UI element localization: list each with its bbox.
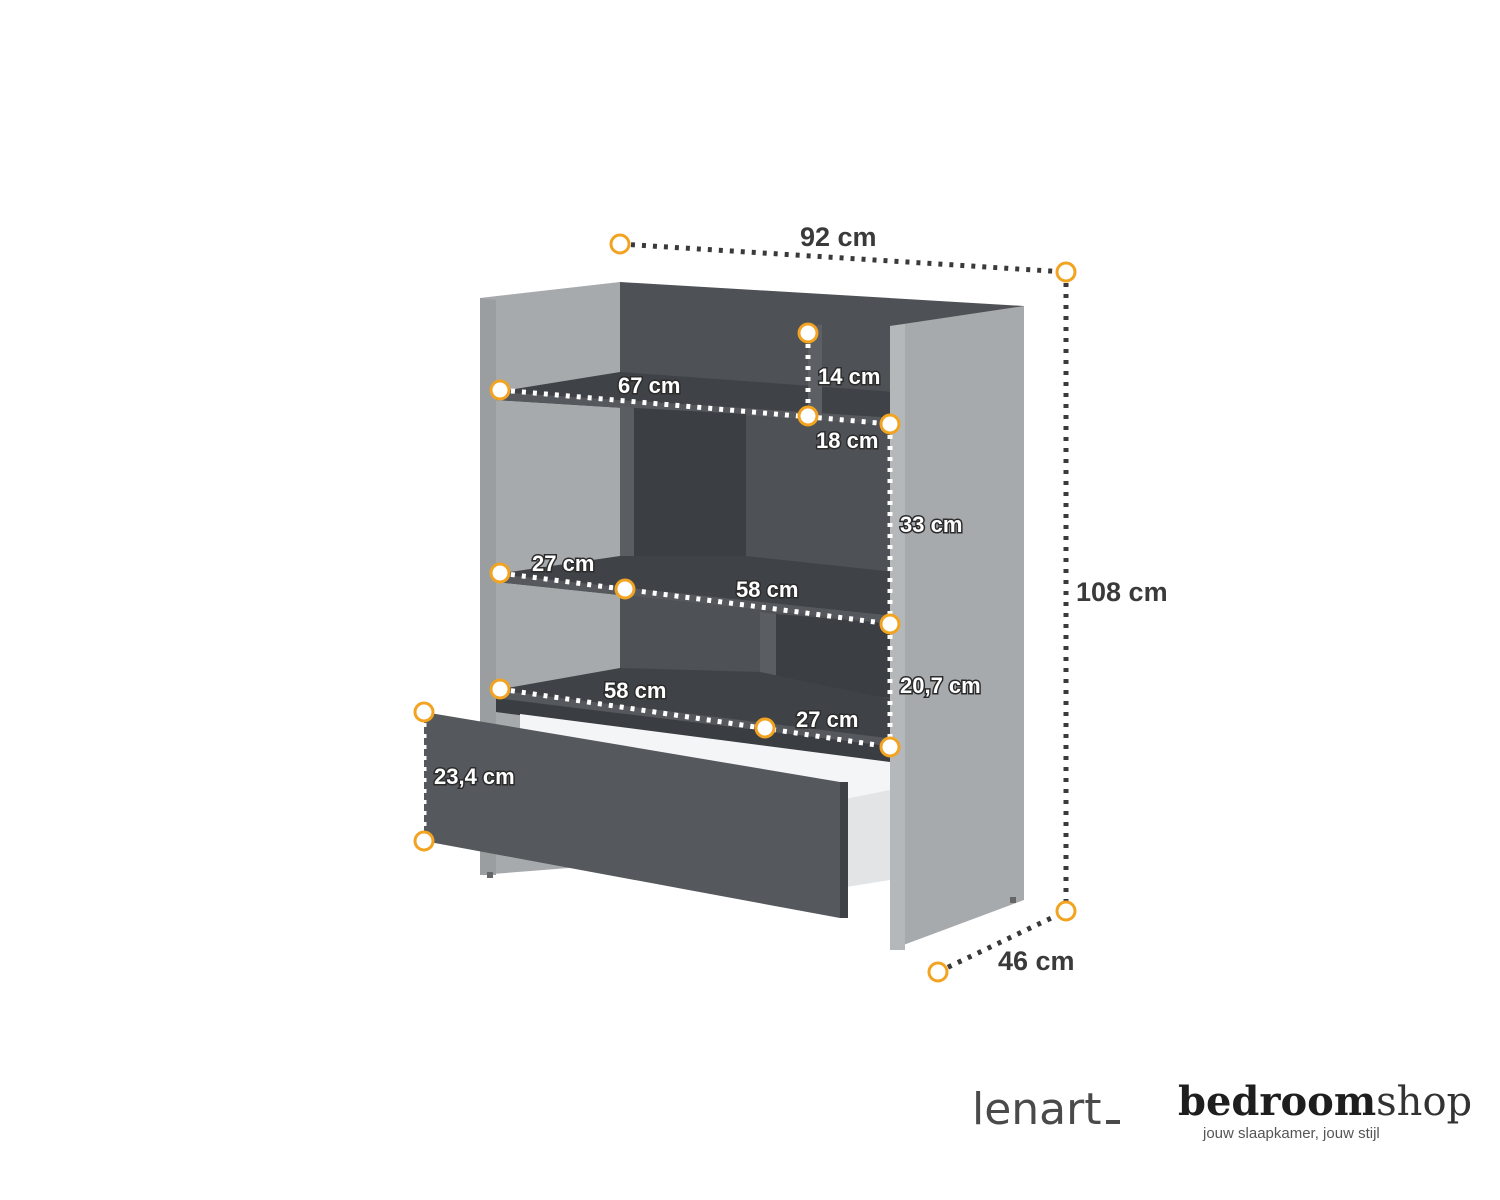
right-side-panel: [890, 306, 1024, 950]
dimension-lines: [421, 241, 1069, 975]
marker-depth-front: [927, 961, 949, 983]
label-middle-shelf-width: 58 cm: [736, 577, 798, 602]
bedroomshop-tagline: jouw slaapkamer, jouw stijl: [1203, 1125, 1380, 1142]
right-side-edge: [890, 324, 905, 950]
marker-width-right: [1055, 261, 1077, 283]
drawer-front-side: [840, 782, 848, 918]
marker-lower-shelf-left: [489, 678, 511, 700]
marker-middle-shelf-left: [489, 562, 511, 584]
marker-top-niche-top: [797, 322, 819, 344]
label-lower-shelf-width: 58 cm: [604, 678, 666, 703]
top-niche-divider: [808, 324, 822, 418]
drawer-inner-side: [840, 790, 890, 888]
dimension-labels: 92 cm 108 cm 46 cm 67 cm 14 cm 18 cm 33 …: [433, 222, 1168, 976]
top-shelf-front: [496, 392, 895, 425]
label-left-shelf-width: 27 cm: [532, 551, 594, 576]
label-top-niche-height: 14 cm: [818, 364, 880, 389]
label-lower-right-shelf-width: 27 cm: [796, 707, 858, 732]
label-top-niche-width: 18 cm: [816, 428, 878, 453]
marker-top-niche-bottom: [797, 405, 819, 427]
foot-right: [1010, 897, 1016, 903]
label-drawer-height: 23,4 cm: [434, 764, 515, 789]
foot-left: [487, 872, 493, 878]
marker-top-shelf-right: [879, 413, 901, 435]
label-middle-section-height: 33 cm: [900, 512, 962, 537]
marker-top-shelf-left: [489, 379, 511, 401]
marker-drawer-bottom: [413, 830, 435, 852]
marker-height-bottom: [1055, 900, 1077, 922]
drawer-front: [424, 712, 840, 918]
bedroomshop-logo: bedroomshop: [1178, 1078, 1473, 1125]
cabinet: [424, 282, 1024, 950]
label-width: 92 cm: [800, 222, 877, 252]
plinth: [496, 698, 895, 764]
lower-right-compartment: [776, 614, 895, 698]
label-depth: 46 cm: [998, 946, 1075, 976]
marker-width-left: [609, 233, 631, 255]
marker-middle-shelf-right: [879, 613, 901, 635]
label-height: 108 cm: [1076, 577, 1168, 607]
marker-lower-divider: [754, 717, 776, 739]
middle-divider: [620, 406, 634, 590]
marker-middle-divider: [614, 578, 636, 600]
middle-compartment: [634, 408, 746, 574]
dimension-markers: [413, 233, 1077, 983]
marker-lower-shelf-right: [879, 736, 901, 758]
label-lower-section-height: 20,7 cm: [900, 673, 981, 698]
label-top-shelf-width: 67 cm: [618, 373, 680, 398]
marker-drawer-top: [413, 701, 435, 723]
lenart-logo: lenart: [972, 1084, 1120, 1135]
